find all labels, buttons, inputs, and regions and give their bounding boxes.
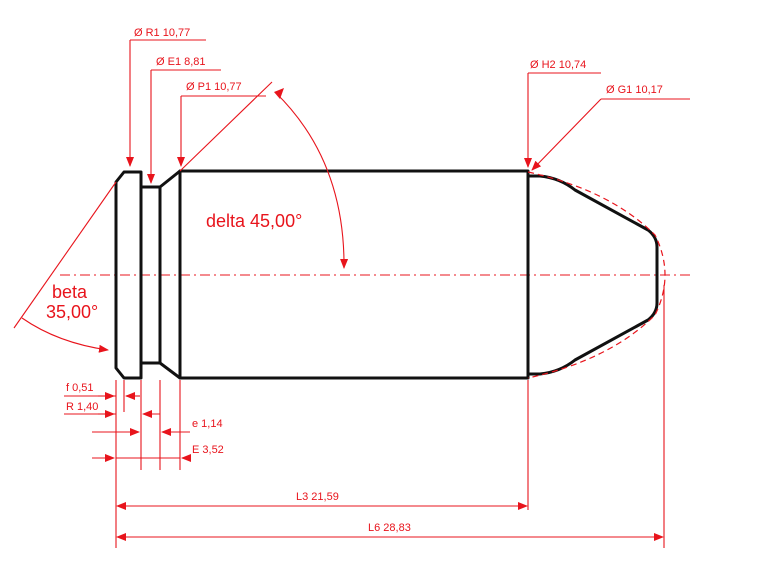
label-r1: Ø R1 10,77 — [134, 27, 190, 39]
label-e1: Ø E1 8,81 — [156, 56, 206, 68]
diameter-leader-p1: Ø P1 10,77 — [177, 81, 266, 167]
cartridge-outline — [114, 169, 659, 380]
label-e-big: E 3,52 — [192, 444, 224, 456]
label-g1: Ø G1 10,17 — [606, 84, 663, 96]
dimension-f: f 0,51 — [64, 382, 140, 400]
bullet-outline — [526, 174, 659, 376]
label-f: f 0,51 — [66, 382, 94, 394]
extension-lines — [115, 285, 665, 548]
dimension-e-big: E 3,52 — [92, 444, 224, 462]
delta-angle-annotation: delta 45,00° — [179, 81, 349, 269]
diameter-leader-e1: Ø E1 8,81 — [147, 56, 221, 184]
beta-angle-annotation: beta 35,00° — [13, 181, 117, 353]
case-body-outline — [158, 169, 530, 380]
label-e-small: e 1,14 — [192, 418, 223, 430]
label-l6: L6 28,83 — [368, 522, 411, 534]
dimension-e-small: e 1,14 — [92, 418, 223, 436]
label-r: R 1,40 — [66, 401, 98, 413]
label-delta: delta 45,00° — [206, 211, 302, 231]
dimension-l3: L3 21,59 — [116, 491, 528, 510]
dimension-l6: L6 28,83 — [116, 522, 664, 541]
dimension-r: R 1,40 — [64, 401, 160, 418]
diameter-leader-g1: Ø G1 10,17 — [531, 84, 690, 171]
diameter-leader-r1: Ø R1 10,77 — [126, 27, 206, 167]
extractor-groove-outline — [139, 185, 162, 365]
ogive-reference-arc — [527, 171, 666, 379]
label-beta-name: beta — [52, 282, 88, 302]
diameter-leader-h2: Ø H2 10,74 — [524, 59, 601, 168]
label-h2: Ø H2 10,74 — [530, 59, 586, 71]
label-beta-value: 35,00° — [46, 302, 98, 322]
label-p1: Ø P1 10,77 — [186, 81, 242, 93]
label-l3: L3 21,59 — [296, 491, 339, 503]
